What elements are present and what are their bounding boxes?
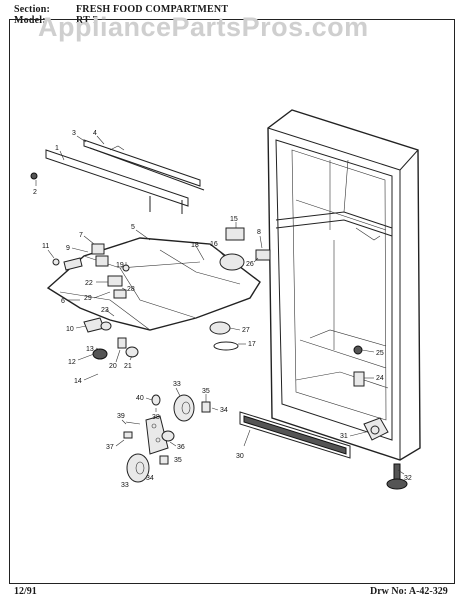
callout-35b: 35	[174, 457, 182, 464]
callout-39: 39	[117, 413, 125, 420]
crisper-hardware	[123, 394, 211, 483]
evaporator-cover	[46, 237, 261, 331]
callout-24: 24	[376, 375, 384, 382]
callout-15: 15	[230, 216, 238, 223]
callout-33b: 33	[121, 482, 129, 489]
section-label: Section:	[14, 4, 51, 15]
callout-33: 33	[173, 381, 181, 388]
leveling-leg	[363, 417, 408, 490]
toe-grille	[239, 411, 351, 459]
callout-35: 35	[202, 388, 210, 395]
drawing-number: Drw No: A-42-329	[370, 586, 448, 597]
callout-31: 31	[340, 433, 348, 440]
refrigerator-cabinet	[267, 109, 421, 461]
callout-34: 34	[220, 407, 228, 414]
callout-13: 13	[86, 346, 94, 353]
callout-12: 12	[68, 359, 76, 366]
callout-34b: 34	[146, 475, 154, 482]
callout-11: 11	[42, 243, 49, 250]
callout-9: 9	[66, 245, 70, 252]
callout-36: 36	[177, 444, 185, 451]
callout-25: 25	[376, 350, 384, 357]
callout-21: 21	[124, 363, 132, 370]
shelf-rails	[45, 139, 205, 214]
callout-28: 28	[127, 286, 135, 293]
model-label: Model:	[14, 15, 46, 26]
callout-40: 40	[136, 395, 144, 402]
callout-3: 3	[72, 130, 76, 137]
callout-5: 5	[131, 224, 135, 231]
callout-7: 7	[79, 232, 83, 239]
callout-37: 37	[106, 444, 114, 451]
callout-19: 19	[116, 262, 124, 269]
callout-1: 1	[55, 145, 59, 152]
callout-4: 4	[93, 130, 97, 137]
callout-10: 10	[66, 326, 74, 333]
callout-23: 23	[101, 307, 109, 314]
callout-26: 26	[246, 261, 254, 268]
callout-8: 8	[257, 229, 261, 236]
callout-38: 38	[152, 414, 160, 421]
callout-30: 30	[236, 453, 244, 460]
callouts: 1 2 3 4 5 6 7 8 9 10 11 12 13 14 15 16 1…	[33, 130, 412, 489]
parts-cluster	[30, 172, 365, 387]
callout-27: 27	[242, 327, 250, 334]
diagram-frame	[9, 19, 455, 584]
callout-14: 14	[74, 378, 82, 385]
callout-16: 16	[210, 241, 218, 248]
callout-29: 29	[84, 295, 92, 302]
callout-32: 32	[404, 475, 412, 482]
callout-2: 2	[33, 189, 37, 196]
callout-22: 22	[85, 280, 93, 287]
callout-20: 20	[109, 363, 117, 370]
callout-6: 6	[61, 298, 65, 305]
callout-17: 17	[248, 341, 256, 348]
date-code: 12/91	[14, 586, 37, 597]
callout-18: 18	[191, 242, 199, 249]
model-value: RT 7	[76, 15, 98, 26]
section-title: FRESH FOOD COMPARTMENT	[76, 4, 229, 15]
